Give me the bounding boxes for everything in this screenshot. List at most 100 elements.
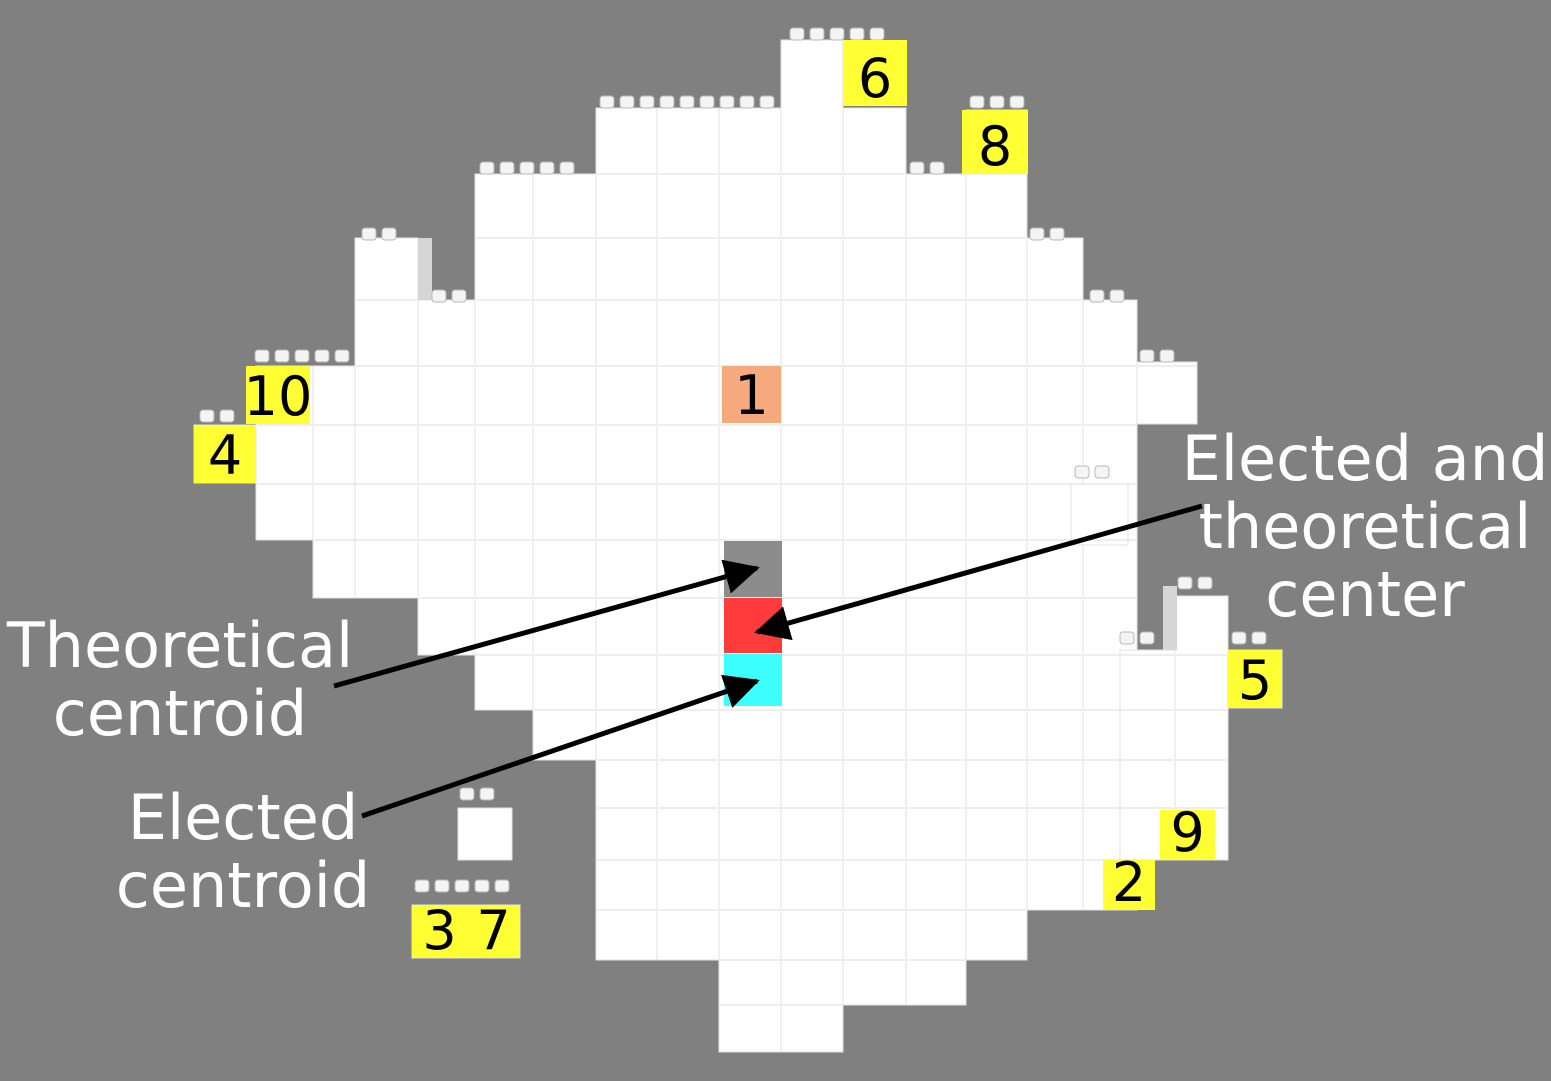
stud	[1251, 631, 1267, 645]
block-studs	[199, 27, 1267, 893]
block-column	[656, 107, 720, 961]
label-elected-centroid: Elected centroid	[108, 784, 378, 920]
stud	[989, 95, 1005, 109]
label-elected-theoretical-center: Elected and theoretical center	[1180, 425, 1550, 629]
stud	[454, 879, 470, 893]
block-highlight	[1228, 650, 1282, 708]
stud	[474, 879, 490, 893]
stud	[199, 409, 215, 423]
stud	[434, 879, 450, 893]
stud	[451, 289, 467, 303]
block-column	[780, 39, 844, 1053]
stud	[431, 289, 447, 303]
stud	[909, 161, 925, 175]
stud	[539, 161, 555, 175]
stud	[929, 161, 945, 175]
stud	[1231, 631, 1247, 645]
label-line: Elected	[127, 781, 359, 854]
block-column	[417, 299, 476, 656]
stud	[1009, 95, 1025, 109]
block-side-shade	[418, 238, 432, 300]
block-number: 4	[208, 424, 242, 487]
stud	[414, 879, 430, 893]
block-number: 2	[1112, 851, 1146, 914]
stud	[719, 95, 735, 109]
block-number: 5	[1238, 649, 1272, 712]
stud	[969, 95, 985, 109]
block-column	[457, 807, 513, 861]
stud	[789, 27, 805, 41]
stud	[1139, 631, 1155, 645]
stud	[479, 787, 495, 801]
stud	[1089, 289, 1105, 303]
stud	[519, 161, 535, 175]
label-line: Theoretical	[6, 609, 354, 682]
stud	[361, 227, 377, 241]
block-number: 9	[1170, 801, 1204, 864]
label-theoretical-centroid: Theoretical centroid	[0, 612, 360, 748]
stud	[1197, 576, 1213, 590]
stud	[274, 349, 290, 363]
stud	[679, 95, 695, 109]
stud	[1119, 631, 1135, 645]
arrow-elected-centroid	[361, 674, 760, 819]
stud	[1177, 576, 1193, 590]
block-highlight	[246, 366, 310, 424]
stud	[219, 409, 235, 423]
block-number: 10	[244, 365, 313, 428]
block-highlight	[962, 110, 1028, 174]
block-highlight	[412, 905, 467, 958]
stud	[759, 95, 775, 109]
stud	[659, 95, 675, 109]
block-number: 7	[476, 899, 510, 962]
block-column	[354, 237, 419, 599]
annotation-arrows	[333, 503, 1203, 819]
stud	[619, 95, 635, 109]
stud	[1109, 289, 1125, 303]
block-column	[532, 173, 597, 761]
block-column	[595, 107, 658, 961]
stud	[334, 349, 350, 363]
stud	[479, 161, 495, 175]
block-column	[1026, 237, 1084, 911]
block-number: 6	[858, 47, 892, 110]
arrow-elected-theoretical-center	[754, 503, 1203, 641]
stud	[739, 95, 755, 109]
label-line: centroid	[115, 849, 371, 922]
arrow-theoretical-centroid	[333, 559, 760, 689]
stud	[1074, 465, 1090, 479]
block-highlight	[843, 40, 907, 106]
label-line: centroid	[52, 677, 308, 750]
stud	[1159, 349, 1175, 363]
stud	[254, 349, 270, 363]
block-highlight	[194, 425, 256, 483]
stud	[1094, 465, 1110, 479]
block-number: 1	[734, 364, 768, 427]
block-highlight	[467, 905, 520, 958]
stud	[499, 161, 515, 175]
block-number: 3	[422, 899, 456, 962]
stud	[699, 95, 715, 109]
label-line: Elected and	[1181, 422, 1549, 495]
stud	[559, 161, 575, 175]
block-number: 8	[978, 115, 1012, 178]
block-columns	[193, 39, 1283, 1053]
block-side-shade	[1163, 586, 1177, 650]
stud	[314, 349, 330, 363]
block-highlight	[1103, 860, 1155, 910]
stud	[459, 787, 475, 801]
stud	[1049, 227, 1065, 241]
stud	[869, 27, 885, 41]
label-line: center	[1265, 558, 1465, 631]
block-column	[474, 173, 534, 711]
block-column	[842, 107, 907, 1006]
block-highlight	[1160, 810, 1215, 860]
stud	[381, 227, 397, 241]
marked-blocks: 1 2 3 4 5 6 7 8 9 10	[194, 40, 1282, 962]
stud	[1139, 349, 1155, 363]
stud	[1029, 227, 1045, 241]
stud	[829, 27, 845, 41]
block-column	[1136, 361, 1198, 425]
